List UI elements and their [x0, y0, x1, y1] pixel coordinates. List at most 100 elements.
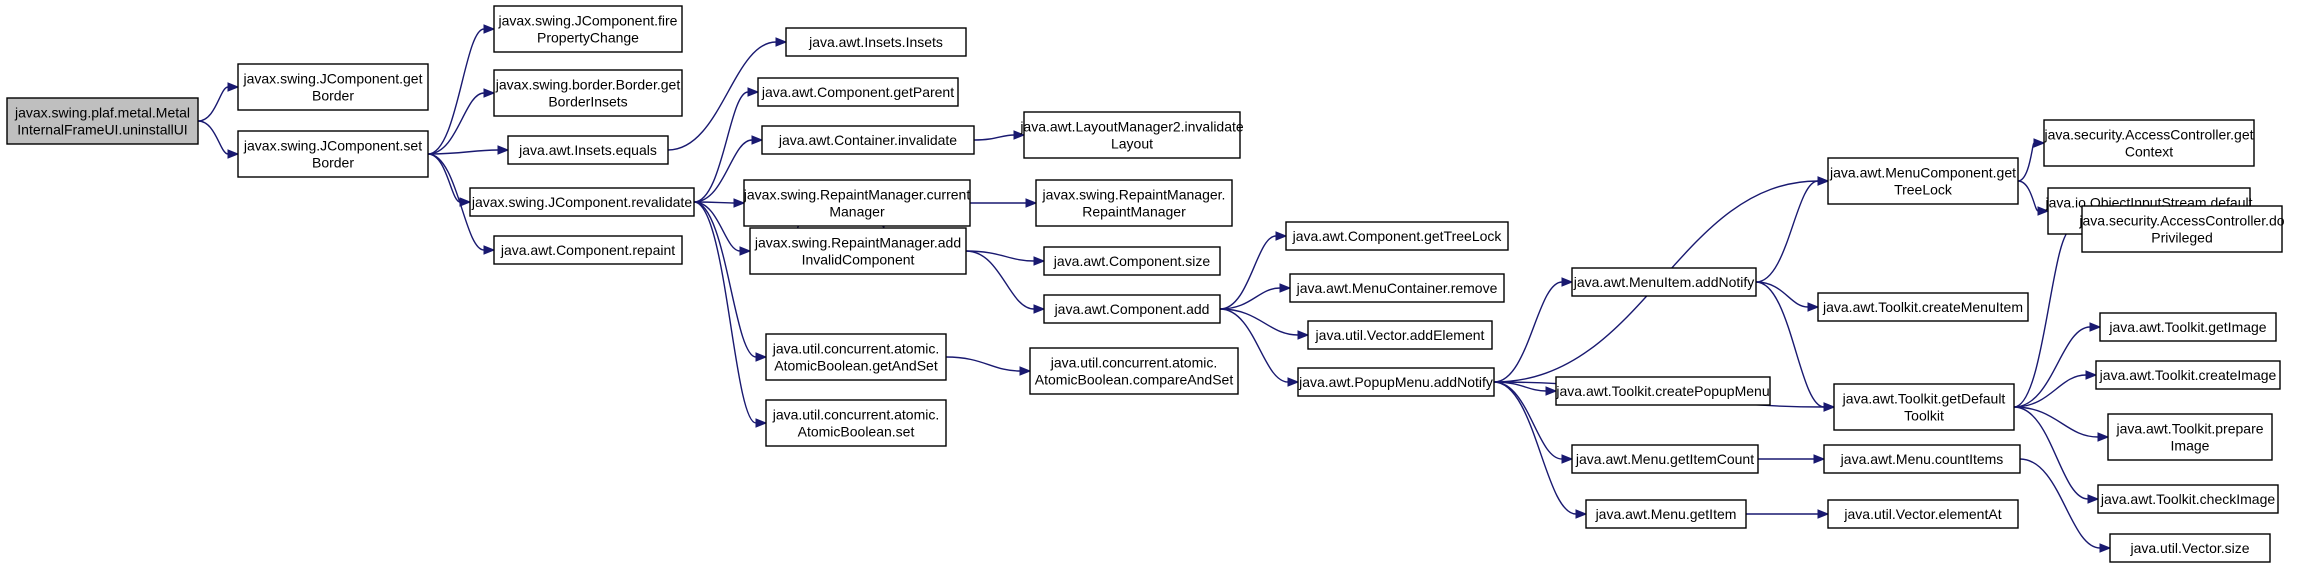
node-label: AtomicBoolean.getAndSet	[774, 358, 938, 374]
node-label: java.awt.Toolkit.createPopupMenu	[1555, 383, 1769, 399]
node-label: RepaintManager	[1082, 204, 1186, 220]
node-label: java.awt.Menu.getItemCount	[1575, 451, 1754, 467]
node-vectorSize: java.util.Vector.size	[2109, 533, 2271, 563]
edge-countItems-to-vectorSize	[2019, 458, 2112, 553]
edge-line	[1219, 235, 1277, 310]
edge-arrowhead	[775, 37, 788, 47]
edge-addInvalidComponent-to-componentSize	[965, 250, 1046, 266]
node-box	[1285, 221, 1509, 251]
edge-menuComponentTreeLock-to-getContext	[2017, 138, 2046, 182]
node-label: InvalidComponent	[802, 252, 915, 268]
node-label: Toolkit	[1904, 408, 1944, 424]
edge-arrowhead	[1817, 176, 1830, 186]
edge-line	[1755, 281, 1825, 408]
edge-arrowhead	[1575, 509, 1588, 519]
edge-arrowhead	[227, 82, 240, 92]
node-box	[1035, 179, 1233, 227]
node-box	[761, 125, 975, 155]
edge-arrowhead	[2087, 494, 2100, 504]
edge-arrowhead	[497, 145, 510, 155]
node-firePropertyChange: javax.swing.JComponent.firePropertyChang…	[493, 5, 683, 53]
node-label: java.util.Vector.elementAt	[1843, 506, 2001, 522]
edge-revalidate-to-getParent	[693, 87, 760, 203]
node-box	[2081, 205, 2283, 253]
edge-menuItemAddNotify-to-createMenuItem	[1755, 281, 1820, 312]
node-label: AtomicBoolean.compareAndSet	[1035, 372, 1234, 388]
edge-arrowhead	[1813, 454, 1826, 464]
edge-arrowhead	[227, 149, 240, 159]
edge-getDefaultToolkit-to-checkImage	[2013, 406, 2100, 504]
edge-revalidate-to-addInvalidComponent	[693, 201, 752, 256]
node-label: javax.swing.plaf.metal.Metal	[14, 105, 190, 121]
node-box	[237, 63, 429, 111]
node-box	[1571, 444, 1759, 474]
node-insetsEquals: java.awt.Insets.equals	[507, 135, 669, 165]
edge-line	[1755, 281, 1809, 308]
edge-currentManager-to-repaintManagerCtor	[970, 198, 1038, 208]
edge-arrowhead	[755, 352, 768, 362]
edge-line	[1493, 281, 1563, 383]
edge-arrowhead	[1033, 304, 1046, 314]
node-insetsInsets: java.awt.Insets.Insets	[785, 27, 967, 57]
node-getContext: java.security.AccessController.getContex…	[2043, 119, 2255, 167]
node-label: java.awt.LayoutManager2.invalidate	[1019, 119, 1244, 135]
edge-line	[945, 356, 1021, 372]
node-label: java.awt.Component.getTreeLock	[1292, 228, 1503, 244]
edge-line	[1219, 308, 1299, 336]
node-createMenuItem: java.awt.Toolkit.createMenuItem	[1817, 292, 2029, 322]
call-edges	[197, 24, 2112, 553]
edge-revalidate-to-getAndSet	[693, 201, 768, 362]
node-checkImage: java.awt.Toolkit.checkImage	[2097, 484, 2279, 514]
edge-arrowhead	[751, 135, 764, 145]
node-root: javax.swing.plaf.metal.MetalInternalFram…	[6, 97, 199, 145]
node-elementAt: java.util.Vector.elementAt	[1827, 499, 2019, 529]
edge-line	[427, 92, 485, 155]
edge-arrowhead	[483, 245, 496, 255]
edge-addInvalidComponent-to-componentAdd	[965, 250, 1046, 314]
node-box	[493, 5, 683, 53]
edge-arrowhead	[1561, 277, 1574, 287]
node-label: java.awt.Toolkit.prepare	[2115, 421, 2263, 437]
edge-line	[2017, 180, 2039, 212]
node-box	[2099, 312, 2277, 342]
node-box	[1307, 320, 1493, 350]
node-label: AtomicBoolean.set	[798, 424, 915, 440]
edge-root-to-getBorder	[197, 82, 240, 122]
edge-arrowhead	[1823, 402, 1836, 412]
edge-arrowhead	[739, 246, 752, 256]
edge-arrowhead	[755, 418, 768, 428]
edge-line	[2013, 326, 2091, 408]
node-label: java.util.Vector.size	[2129, 540, 2249, 556]
edge-arrowhead	[733, 198, 746, 208]
node-label: java.awt.MenuContainer.remove	[1296, 280, 1498, 296]
node-box	[2107, 413, 2273, 461]
node-box	[507, 135, 669, 165]
edge-line	[693, 139, 753, 203]
edge-arrowhead	[1279, 283, 1292, 293]
edge-line	[693, 201, 757, 358]
node-box	[6, 97, 199, 145]
node-currentManager: javax.swing.RepaintManager.currentManage…	[743, 179, 971, 227]
node-label: PropertyChange	[537, 30, 639, 46]
node-label: javax.swing.RepaintManager.add	[754, 235, 961, 251]
node-popupAddNotify: java.awt.PopupMenu.addNotify	[1297, 367, 1495, 397]
edge-arrowhead	[2097, 432, 2110, 442]
node-label: java.security.AccessController.get	[2043, 127, 2253, 143]
node-borderGetInsets: javax.swing.border.Border.getBorderInset…	[493, 69, 683, 117]
edge-menuGetItem-to-elementAt	[1745, 509, 1830, 519]
node-menuContainerRemove: java.awt.MenuContainer.remove	[1289, 273, 1505, 303]
edge-containerInvalidate-to-layoutInvalidate	[973, 130, 1026, 141]
edge-line	[427, 28, 485, 155]
edge-line	[427, 153, 485, 251]
edge-menuItemAddNotify-to-menuComponentTreeLock	[1755, 176, 1830, 283]
node-label: java.awt.Component.size	[1053, 253, 1211, 269]
node-box	[2097, 484, 2279, 514]
node-label: javax.swing.JComponent.get	[243, 71, 423, 87]
node-createPopupMenu: java.awt.Toolkit.createPopupMenu	[1555, 376, 1771, 406]
node-label: TreeLock	[1894, 182, 1953, 198]
node-label: java.awt.Toolkit.createImage	[2099, 367, 2277, 383]
node-repaintManagerCtor: javax.swing.RepaintManager.RepaintManage…	[1035, 179, 1233, 227]
